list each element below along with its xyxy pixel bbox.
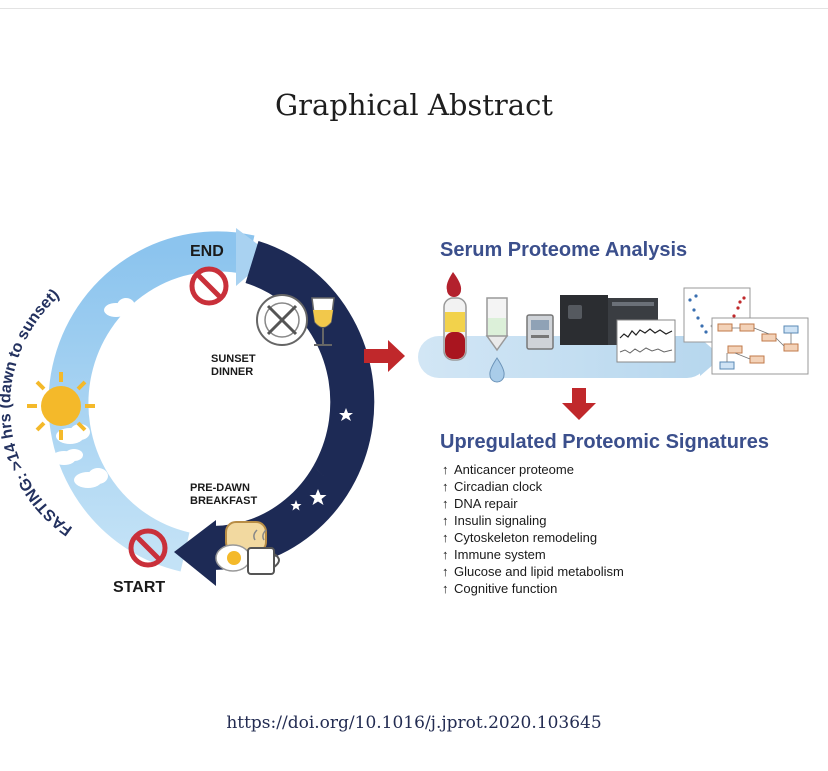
serum-tube-icon (485, 297, 509, 352)
list-item: ↑ Cognitive function (442, 581, 557, 596)
list-item-label: Cytoskeleton remodeling (454, 530, 597, 545)
star-icon (309, 489, 327, 505)
list-item: ↑ Circadian clock (442, 479, 543, 494)
analysis-heading: Serum Proteome Analysis (440, 239, 687, 261)
night-ring (174, 240, 375, 586)
up-arrow-glyph: ↑ (442, 513, 449, 528)
predawn-label-line1: PRE-DAWN (190, 482, 250, 494)
red-down-arrow (562, 388, 596, 420)
dinner-plate-icon (256, 294, 308, 346)
list-item: ↑ Immune system (442, 547, 546, 562)
signatures-heading: Upregulated Proteomic Signatures (440, 431, 769, 453)
cloud-icons (52, 298, 145, 488)
list-item: ↑ Insulin signaling (442, 513, 547, 528)
list-item-label: Cognitive function (454, 581, 557, 596)
sun-icon (27, 372, 95, 440)
list-item-label: Glucose and lipid metabolism (454, 564, 624, 579)
sunset-label-line2: DINNER (211, 366, 253, 378)
up-arrow-glyph: ↑ (442, 547, 449, 562)
wine-glass-icon (311, 297, 335, 346)
blood-drop-icon (446, 272, 462, 297)
droplet-icon (489, 357, 505, 383)
start-label: START (113, 579, 165, 596)
doi-link[interactable]: https://doi.org/10.1016/j.jprot.2020.103… (226, 713, 602, 733)
list-item-label: Circadian clock (454, 479, 543, 494)
list-item-label: Insulin signaling (454, 513, 547, 528)
list-item: ↑ DNA repair (442, 496, 518, 511)
top-divider (0, 8, 828, 9)
predawn-label-line2: BREAKFAST (190, 495, 258, 507)
up-arrow-glyph: ↑ (442, 564, 449, 579)
up-arrow-glyph: ↑ (442, 462, 449, 477)
red-right-arrow (364, 340, 405, 372)
list-item: ↑ Anticancer proteome (442, 462, 574, 477)
prohibit-icon-end (189, 266, 229, 306)
up-arrow-glyph: ↑ (442, 479, 449, 494)
list-item: ↑ Glucose and lipid metabolism (442, 564, 624, 579)
cloud-icon (74, 468, 108, 488)
signatures-list: ↑ Anticancer proteome ↑ Circadian clock … (442, 462, 624, 596)
end-label: END (190, 243, 224, 260)
instrument-small-icon (526, 314, 554, 350)
cloud-icon (52, 449, 83, 465)
spectrum-chart-icon (616, 319, 676, 363)
star-icon (305, 360, 319, 373)
pathway-diagram-icon (711, 317, 809, 375)
up-arrow-glyph: ↑ (442, 581, 449, 596)
list-item-label: Immune system (454, 547, 546, 562)
sunset-label-line1: SUNSET (211, 353, 256, 365)
star-icon (339, 408, 353, 421)
prohibit-icon-start (128, 528, 168, 568)
cloud-icon (114, 315, 145, 333)
star-icon (290, 500, 302, 511)
blood-tube-icon (443, 297, 467, 361)
up-arrow-glyph: ↑ (442, 496, 449, 511)
page-title: Graphical Abstract (275, 88, 553, 122)
cloud-icon (104, 298, 135, 317)
list-item-label: DNA repair (454, 496, 518, 511)
list-item-label: Anticancer proteome (454, 462, 574, 477)
up-arrow-glyph: ↑ (442, 530, 449, 545)
breakfast-icon (215, 521, 280, 575)
list-item: ↑ Cytoskeleton remodeling (442, 530, 597, 545)
star-icons (290, 360, 353, 511)
